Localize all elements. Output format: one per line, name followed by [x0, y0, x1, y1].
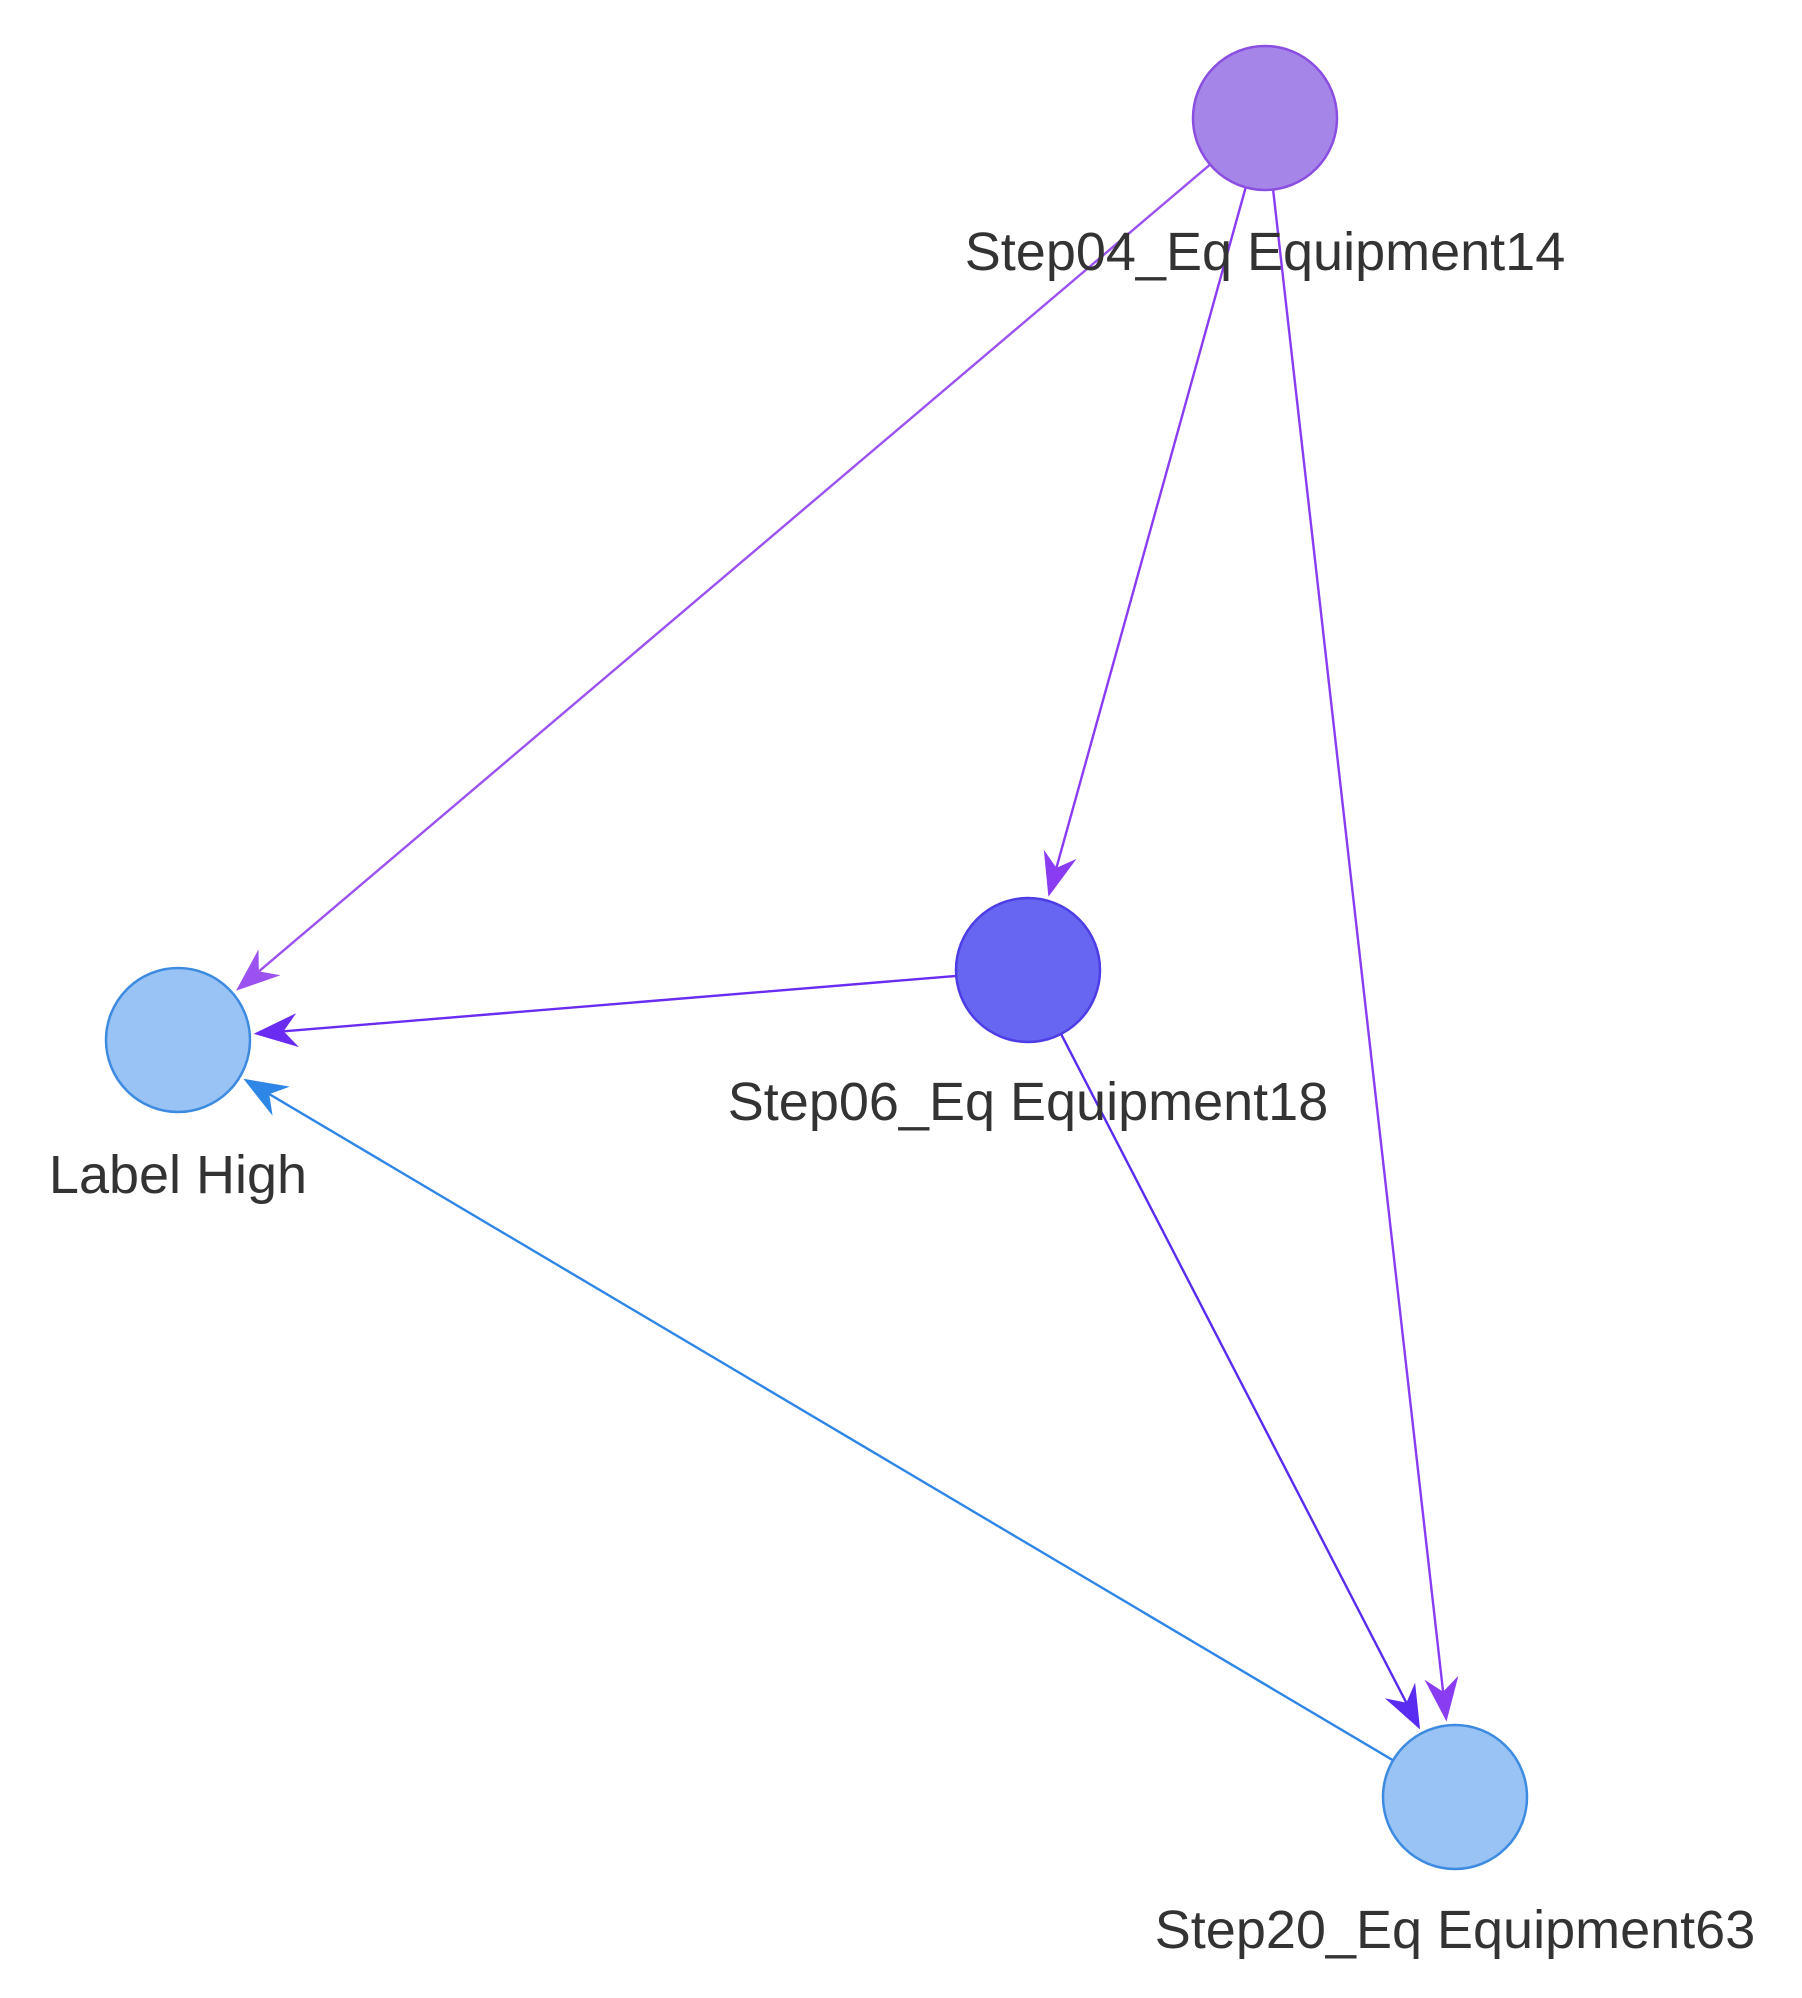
arrowhead-step20-to-label_high [243, 1078, 290, 1116]
node-label-step06: Step06_Eq Equipment18 [728, 1072, 1328, 1132]
node-label-label_high: Label High [49, 1145, 307, 1205]
arrowhead-step04-to-step20 [1424, 1675, 1459, 1722]
node-circle-step06[interactable] [954, 896, 1102, 1044]
node-circle-step04[interactable] [1191, 44, 1339, 192]
node-step06[interactable]: Step06_Eq Equipment18 [728, 896, 1328, 1132]
edge-step06-to-label_high [283, 974, 957, 1033]
node-label-step04: Step04_Eq Equipment14 [965, 222, 1565, 282]
edge-step04-to-step06 [1055, 187, 1247, 869]
node-step20[interactable]: Step20_Eq Equipment63 [1155, 1723, 1755, 1960]
node-step04[interactable]: Step04_Eq Equipment14 [965, 44, 1565, 282]
arrowhead-step04-to-label_high [236, 949, 281, 991]
edge-step06-to-step20 [1059, 1033, 1408, 1704]
edge-step04-to-label_high [258, 163, 1211, 973]
arrowhead-step04-to-step06 [1043, 849, 1077, 897]
arrowhead-step06-to-label_high [253, 1013, 299, 1048]
node-label_high[interactable]: Label High [49, 966, 307, 1205]
node-label-step20: Step20_Eq Equipment63 [1155, 1900, 1755, 1960]
arrowhead-step06-to-step20 [1384, 1682, 1421, 1730]
node-circle-label_high[interactable] [104, 966, 252, 1114]
edge-step20-to-label_high [268, 1093, 1394, 1762]
edges-layer [236, 163, 1459, 1762]
node-circle-step20[interactable] [1381, 1723, 1529, 1871]
edge-step04-to-step20 [1271, 189, 1445, 1692]
